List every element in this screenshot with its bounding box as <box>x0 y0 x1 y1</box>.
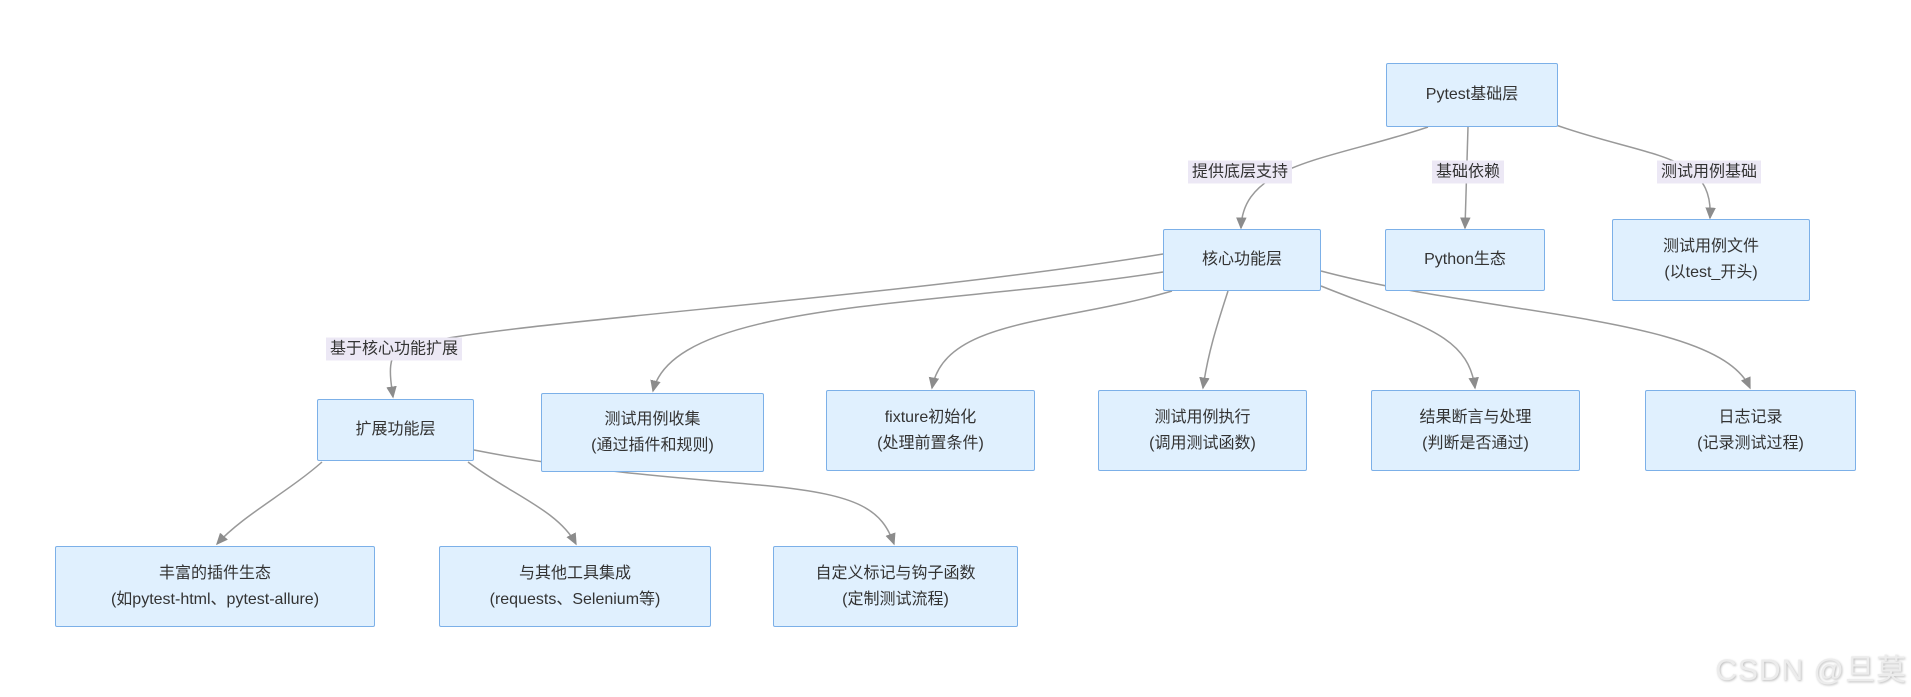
edge-ext-integrate <box>467 461 577 546</box>
edge-core-fixture <box>928 290 1173 390</box>
node-sublabel: (处理前置条件) <box>877 434 984 452</box>
node-tool-integrate: 与其他工具集成 (requests、Selenium等) <box>439 546 711 627</box>
node-label: 测试用例收集 <box>604 410 701 428</box>
node-case-execute: 测试用例执行 (调用测试函数) <box>1098 390 1307 471</box>
node-sublabel: (通过插件和规则) <box>591 436 714 454</box>
node-label: 结果断言与处理 <box>1419 408 1532 426</box>
node-fixture-init: fixture初始化 (处理前置条件) <box>826 390 1035 471</box>
node-pytest-base: Pytest基础层 <box>1386 63 1558 127</box>
node-sublabel: (记录测试过程) <box>1697 434 1804 452</box>
node-sublabel: (requests、Selenium等) <box>489 590 661 608</box>
node-label: 扩展功能层 <box>355 421 436 438</box>
node-label: 日志记录 <box>1718 408 1783 426</box>
node-sublabel: (调用测试函数) <box>1149 434 1256 452</box>
node-sublabel: (判断是否通过) <box>1422 434 1529 452</box>
node-sublabel: (以test_开头) <box>1664 264 1758 281</box>
edge-core-collect <box>650 271 1164 393</box>
node-sublabel: (如pytest-html、pytest-allure) <box>110 590 320 608</box>
node-case-collect: 测试用例收集 (通过插件和规则) <box>541 393 764 472</box>
node-label: 丰富的插件生态 <box>158 564 271 582</box>
node-label: 与其他工具集成 <box>518 564 631 582</box>
csdn-watermark: CSDN @旦莫 <box>1715 654 1907 687</box>
node-label: 测试用例执行 <box>1154 408 1251 426</box>
node-result-assert: 结果断言与处理 (判断是否通过) <box>1371 390 1580 471</box>
node-label: 自定义标记与钩子函数 <box>815 564 976 582</box>
node-custom-hooks: 自定义标记与钩子函数 (定制测试流程) <box>773 546 1018 627</box>
edge-label-base-dependency: 基础依赖 <box>1431 160 1505 184</box>
node-python-eco: Python生态 <box>1385 229 1545 291</box>
node-label: Pytest基础层 <box>1425 86 1519 103</box>
edge-core-ext <box>386 253 1164 399</box>
edge-ext-plugins <box>216 461 323 546</box>
node-core-layer: 核心功能层 <box>1163 229 1321 291</box>
node-sublabel: (定制测试流程) <box>842 590 949 608</box>
edge-label-extend-core: 基于核心功能扩展 <box>325 337 463 361</box>
node-test-file: 测试用例文件 (以test_开头) <box>1612 219 1810 301</box>
node-ext-layer: 扩展功能层 <box>317 399 474 461</box>
node-label: fixture初始化 <box>884 408 977 426</box>
edge-label-provide-support: 提供底层支持 <box>1187 160 1293 184</box>
edge-pytest-testfile <box>1552 123 1716 220</box>
node-logging: 日志记录 (记录测试过程) <box>1645 390 1856 471</box>
edge-core-assert <box>1320 285 1479 390</box>
node-label: 核心功能层 <box>1201 251 1282 268</box>
node-label: 测试用例文件 <box>1662 238 1759 255</box>
edge-pytest-core <box>1236 126 1429 230</box>
node-label: Python生态 <box>1424 251 1506 268</box>
edge-label-testcase-base: 测试用例基础 <box>1656 160 1762 184</box>
edge-core-execute <box>1199 290 1229 390</box>
node-plugin-eco: 丰富的插件生态 (如pytest-html、pytest-allure) <box>55 546 375 627</box>
